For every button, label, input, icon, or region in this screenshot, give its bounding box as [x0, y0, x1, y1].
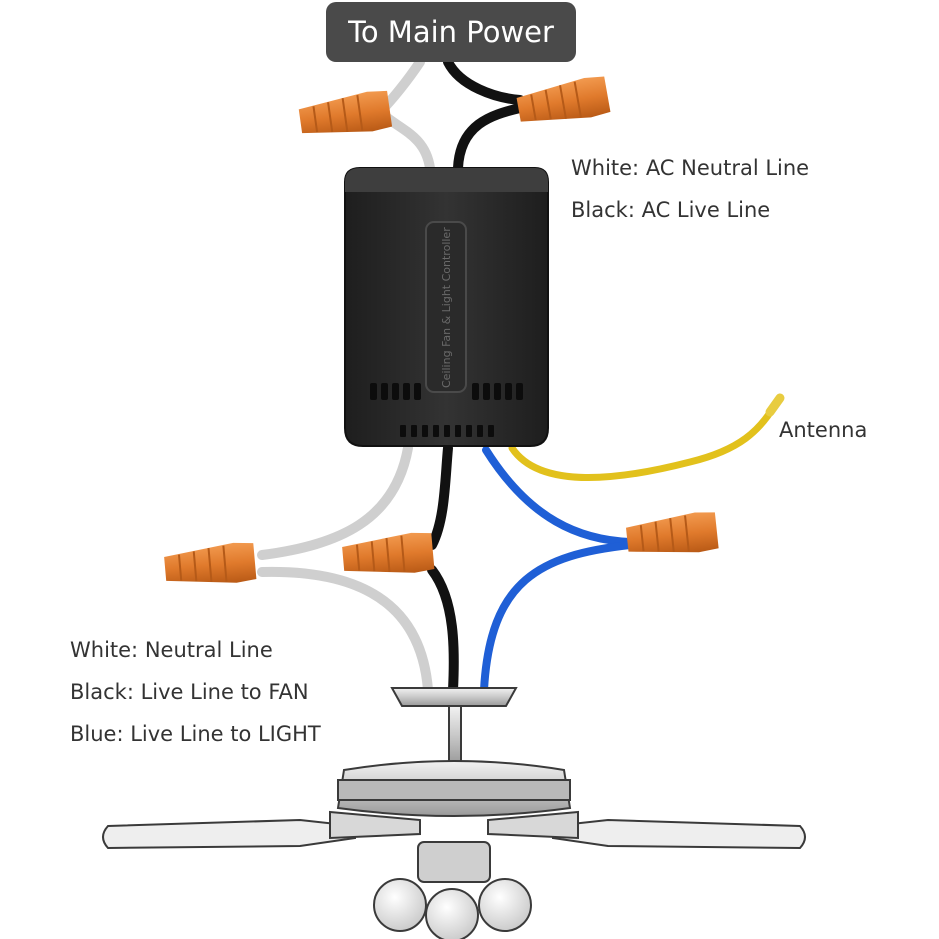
black-wire-top-a — [443, 57, 525, 105]
fan-bulb-right — [478, 878, 532, 932]
white-wire-bottom-b — [257, 566, 433, 695]
black-wire-top-b — [453, 103, 525, 173]
receiver-vents-right — [472, 383, 523, 400]
antenna-wire — [508, 401, 779, 482]
wire-nut-bottom-center — [342, 532, 435, 573]
receiver-terminals — [400, 425, 494, 437]
receiver-box: Ceiling Fan & Light Controller — [344, 167, 549, 447]
antenna-label: Antenna — [779, 418, 868, 442]
blue-wire-bottom-b — [480, 541, 634, 694]
fan-downrod — [448, 705, 462, 765]
receiver-vents-left — [370, 383, 421, 400]
fan-blade-left — [102, 818, 356, 850]
receiver-label: Ceiling Fan & Light Controller — [440, 227, 453, 388]
blue-wire-bottom-a — [482, 446, 634, 546]
fan-bulb-center — [425, 888, 479, 939]
main-power-label: To Main Power — [326, 2, 576, 62]
legend-top-black: Black: AC Live Line — [571, 198, 771, 222]
legend-bottom-black: Black: Live Line to FAN — [70, 680, 309, 704]
white-wire-bottom-a — [257, 443, 413, 560]
black-wire-bottom-b — [427, 565, 459, 695]
wire-nut-top-right — [516, 76, 611, 122]
black-wire-bottom-a — [427, 443, 453, 550]
legend-bottom-blue: Blue: Live Line to LIGHT — [70, 722, 321, 746]
fan-light-kit — [417, 841, 491, 883]
top-wires — [375, 57, 525, 173]
wire-nut-bottom-right — [625, 512, 719, 553]
wire-nut-top-left — [298, 90, 393, 134]
legend-bottom-white: White: Neutral Line — [70, 638, 273, 662]
fan-bulb-left — [373, 878, 427, 932]
bottom-wires — [257, 401, 779, 695]
wire-nut-bottom-left — [164, 542, 257, 583]
legend-top-white: White: AC Neutral Line — [571, 156, 810, 180]
fan-blade-right — [552, 818, 806, 850]
fan-canopy — [390, 687, 518, 707]
antenna-tip — [765, 393, 785, 417]
main-power-text: To Main Power — [348, 15, 554, 49]
ceiling-fan — [102, 687, 806, 939]
